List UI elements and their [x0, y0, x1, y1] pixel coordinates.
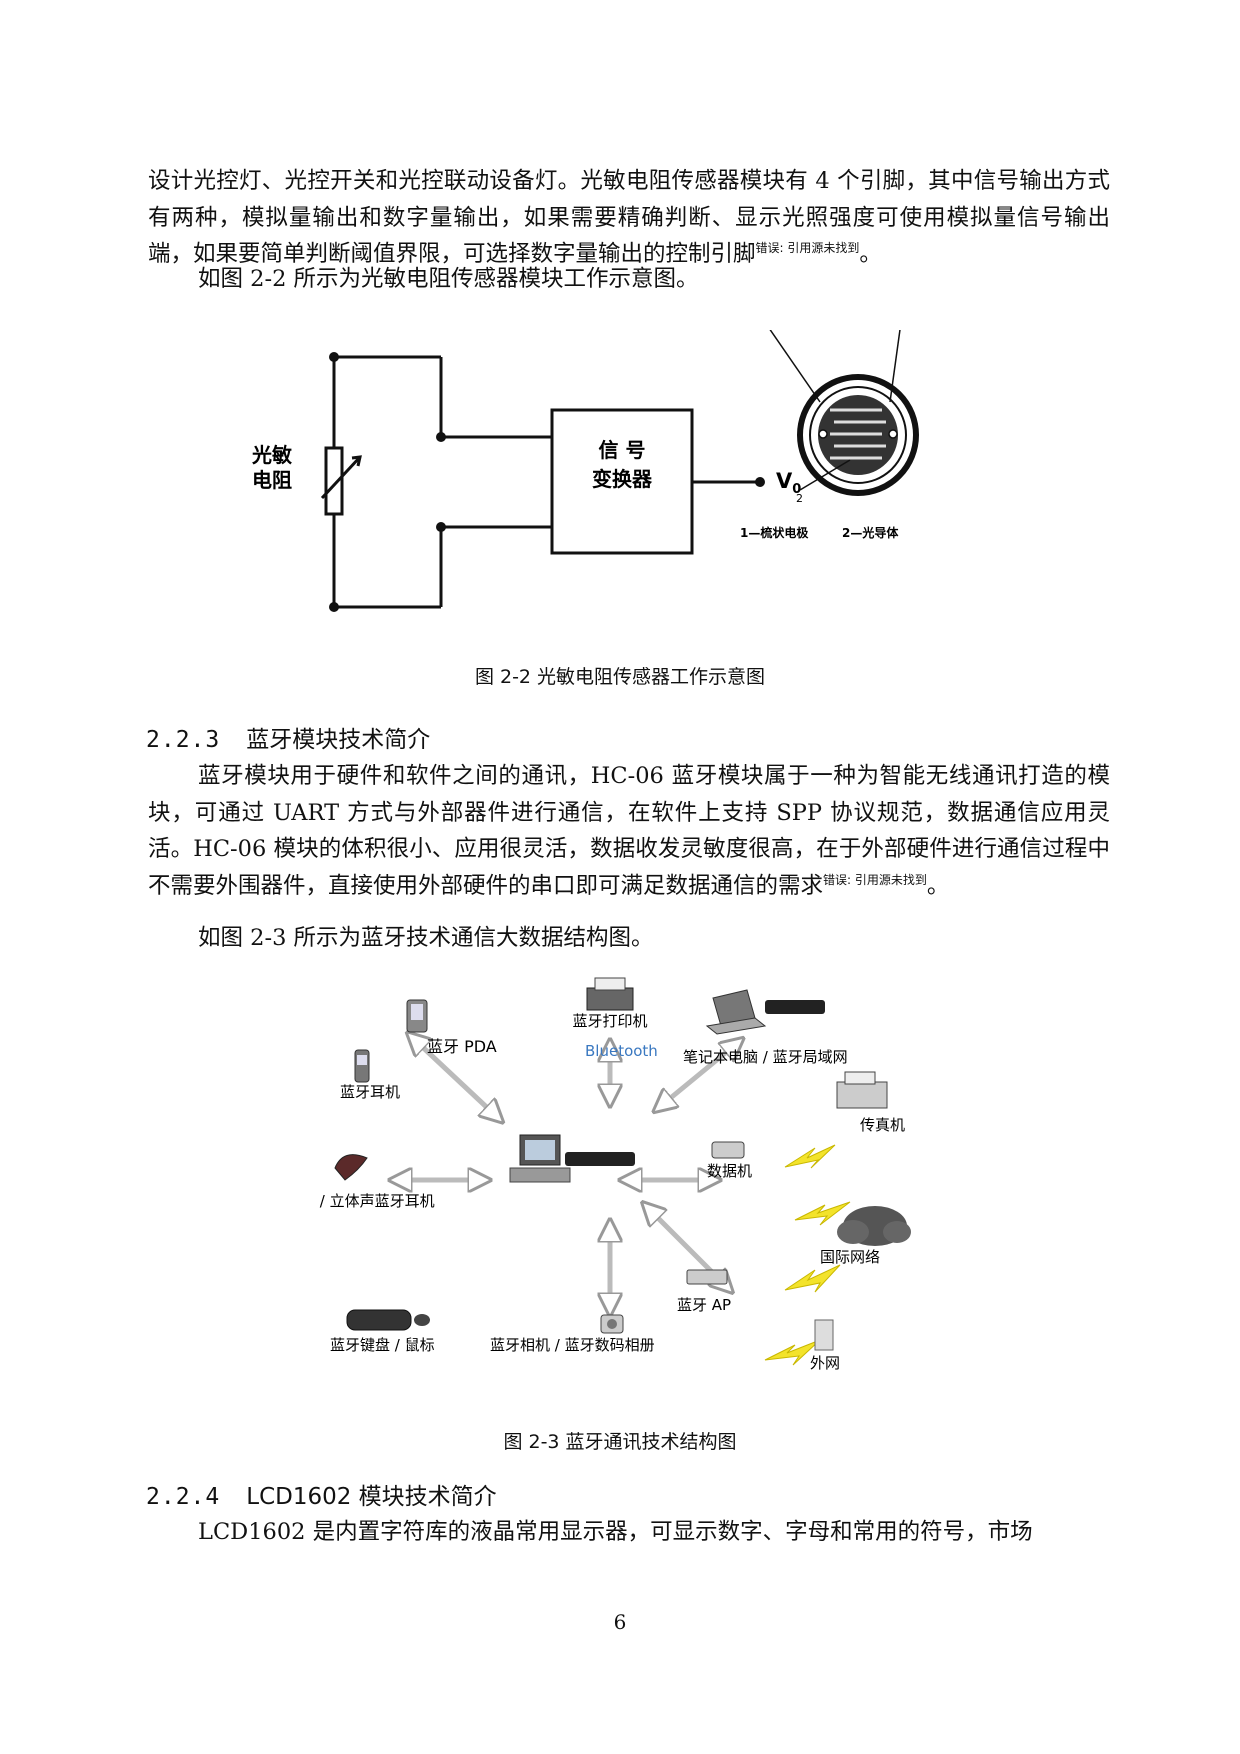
modem-label: 数据机: [707, 1162, 752, 1180]
section-number: 2.2.4: [146, 1484, 221, 1510]
photoresistor-top-view: [769, 330, 919, 496]
laptop-label: 笔记本电脑 / 蓝牙局域网: [683, 1048, 848, 1066]
paragraph-fig22-intro: 如图 2-2 所示为光敏电阻传感器模块工作示意图。: [198, 266, 699, 292]
phone-label: 蓝牙耳机: [340, 1083, 400, 1101]
converter-label-line2: 变换器: [592, 467, 653, 491]
ldr-label-line2: 电阻: [252, 468, 292, 492]
paragraph-end: 。: [926, 872, 950, 899]
internet-cloud-icon: [837, 1206, 911, 1246]
figure-2-3-caption: 图 2-3 蓝牙通讯技术结构图: [503, 1431, 737, 1453]
paragraph-text: 设计光控灯、光控开关和光控联动设备灯。光敏电阻传感器模块有 4 个引脚，其中信号…: [148, 168, 1110, 267]
paragraph-fig23-intro: 如图 2-3 所示为蓝牙技术通信大数据结构图。: [198, 925, 654, 951]
access-point-icon: [686, 1269, 728, 1285]
pda-icon: [406, 999, 428, 1033]
section-title: LCD1602 模块技术简介: [246, 1484, 497, 1510]
fax-label: 传真机: [860, 1116, 905, 1134]
server-icon: [814, 1319, 834, 1351]
headset-icon: [334, 1154, 368, 1181]
section-title: 蓝牙模块技术简介: [246, 727, 431, 753]
paragraph-lcd1602: LCD1602 是内置字符库的液晶常用显示器，可显示数字、字母和常用的符号，市场: [198, 1519, 1033, 1545]
headset-label: 普通 / 立体声蓝牙耳机: [315, 1192, 435, 1210]
reference-error: 错误: 引用源未找到: [755, 241, 860, 255]
paragraph-text: 蓝牙模块用于硬件和软件之间的通讯，HC-06 蓝牙模块属于一种为智能无线通讯打造…: [148, 763, 1110, 899]
laptop-icon: [705, 989, 825, 1035]
legend-comb-electrode: 1—梳状电极: [740, 525, 809, 540]
figure-2-3-diagram: Bluetooth: [315, 977, 911, 1372]
section-number: 2.2.3: [146, 727, 221, 753]
fax-icon: [836, 1071, 888, 1109]
external-network-label: 外网: [810, 1354, 840, 1372]
phone-icon: [354, 1049, 370, 1083]
reference-error: 错误: 引用源未找到: [823, 872, 927, 887]
ldr-label-line1: 光敏: [251, 443, 293, 467]
paragraph-bluetooth-module: 蓝牙模块用于硬件和软件之间的通讯，HC-06 蓝牙模块属于一种为智能无线通讯打造…: [148, 758, 1110, 904]
figure-2-2-diagram: 光敏 电阻 信 号 变换器 V0 1 1 2 1—梳状电极 2—光导体: [251, 330, 919, 612]
bluetooth-center: Bluetooth: [509, 1042, 658, 1183]
section-heading-2-2-4: 2.2.4 LCD1602 模块技术简介: [146, 1477, 497, 1511]
camera-label: 蓝牙相机 / 蓝牙数码相册: [490, 1336, 655, 1354]
modem-icon: [711, 1141, 745, 1159]
pin-label-2: 2: [796, 492, 803, 505]
paragraph-light-control: 设计光控灯、光控开关和光控联动设备灯。光敏电阻传感器模块有 4 个引脚，其中信号…: [148, 163, 1110, 273]
section-heading-2-2-3: 2.2.3 蓝牙模块技术简介: [146, 720, 430, 754]
converter-label-line1: 信 号: [599, 438, 646, 462]
keyboard-label: 蓝牙键盘 / 鼠标: [330, 1336, 435, 1354]
output-voltage-label: V0: [776, 469, 801, 497]
wireless-bolts: [764, 1144, 851, 1366]
pda-label: 蓝牙 PDA: [427, 1037, 497, 1056]
page-number: 6: [613, 1610, 627, 1634]
legend-photoconductor: 2—光导体: [842, 525, 899, 540]
ldr-circuit: [320, 355, 760, 609]
printer-icon: [586, 977, 634, 1011]
figure-2-2-caption: 图 2-2 光敏电阻传感器工作示意图: [474, 666, 766, 688]
bluetooth-label: Bluetooth: [585, 1042, 658, 1060]
camera-icon: [600, 1314, 624, 1334]
access-point-label: 蓝牙 AP: [677, 1296, 731, 1314]
circuit-junctions: [329, 352, 765, 612]
paragraph-end: 。: [859, 241, 882, 267]
printer-label: 蓝牙打印机: [572, 1012, 647, 1030]
internet-label: 国际网络: [820, 1248, 880, 1266]
keyboard-icon: [346, 1309, 430, 1331]
